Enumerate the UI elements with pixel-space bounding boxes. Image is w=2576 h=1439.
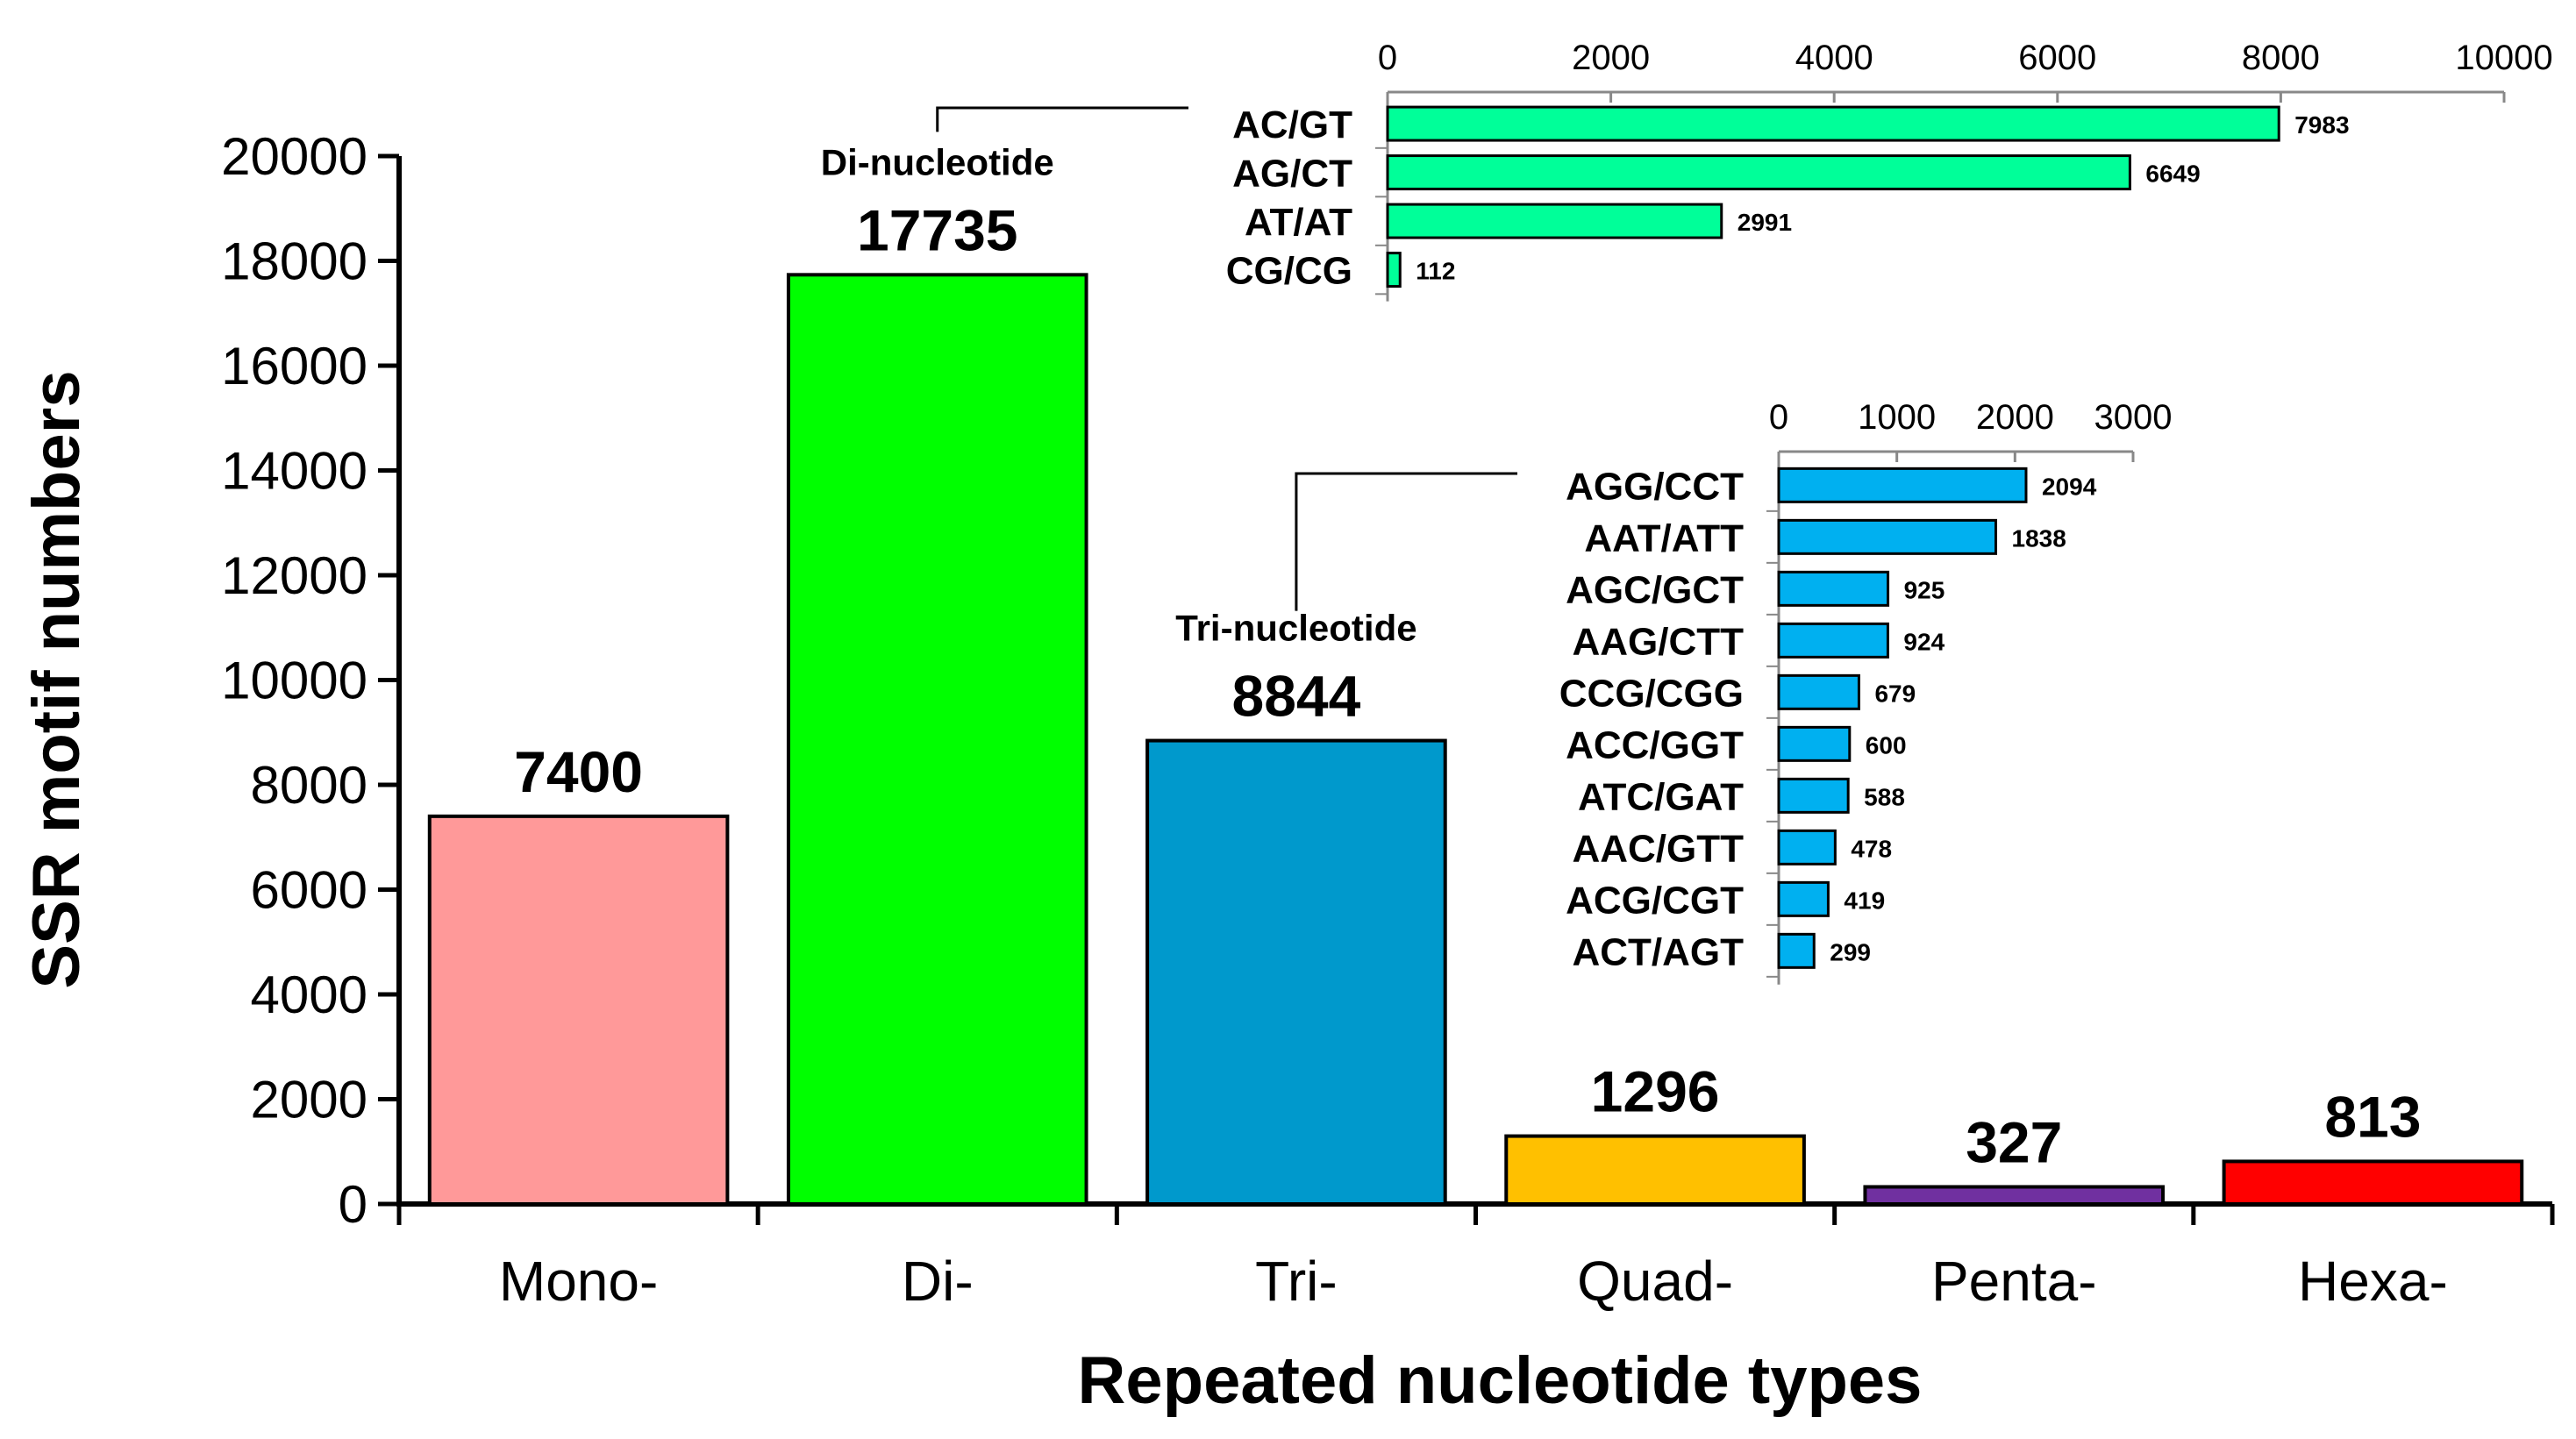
x-category-label: Quad- (1577, 1250, 1733, 1313)
di-value-label: 112 (1416, 258, 1455, 285)
di-tick-label: 4000 (1795, 39, 1873, 77)
y-tick-label: 6000 (251, 861, 367, 920)
x-category-label: Mono- (499, 1250, 658, 1313)
tri-bar-acc-ggt (1777, 725, 1852, 762)
bar-di (786, 273, 1088, 1206)
tri-category-label: ACG/CGT (1566, 879, 1744, 922)
y-tick-label: 12000 (221, 546, 367, 605)
tri-value-label: 299 (1830, 938, 1871, 965)
tri-value-label: 600 (1866, 731, 1907, 759)
tri-connector-line (1295, 472, 1517, 611)
bar-value-label: 813 (2324, 1084, 2421, 1149)
tri-bar-act-agt (1777, 932, 1816, 969)
tri-value-label: 478 (1851, 835, 1892, 862)
di-category-label: CG/CG (1226, 250, 1352, 293)
main-chart: 0200040006000800010000120001400016000180… (19, 127, 2555, 1418)
di-category-label: AC/GT (1232, 103, 1352, 146)
x-category-label: Di- (902, 1250, 974, 1313)
tri-tick-label: 0 (1769, 398, 1788, 437)
tri-bar-agc-gct (1777, 570, 1890, 607)
tri-category-label: AGC/GCT (1566, 568, 1744, 611)
di-value-label: 7983 (2294, 111, 2349, 139)
tri-bar-acg-cgt (1777, 880, 1830, 917)
bar-value-label: 1296 (1591, 1059, 1720, 1124)
di-bar-ac-gt (1386, 105, 2280, 142)
tri-bar-ccg-cgg (1777, 673, 1860, 710)
di-category-label: AG/CT (1232, 153, 1352, 196)
x-category-label: Penta- (1931, 1250, 2097, 1313)
tri-tick-label: 2000 (1976, 398, 2054, 437)
di-tick-label: 10000 (2455, 39, 2552, 77)
y-tick-label: 10000 (221, 652, 367, 710)
bar-quad (1504, 1134, 1806, 1206)
tri-bar-atc-gat (1777, 777, 1850, 814)
bar-value-label: 327 (1966, 1109, 2062, 1174)
bar-value-label: 17735 (857, 197, 1018, 262)
tri-bar-aat-att (1777, 518, 1998, 555)
tri-value-label: 2094 (2042, 473, 2097, 500)
di-bar-at-at (1386, 203, 1723, 239)
tri-value-label: 588 (1864, 783, 1905, 810)
di-connector-line (936, 106, 1188, 132)
tri-bar-aag-ctt (1777, 622, 1889, 659)
di-value-label: 6649 (2145, 160, 2200, 188)
tri-category-label: AGG/CCT (1566, 465, 1744, 508)
tri-tick-label: 3000 (2094, 398, 2173, 437)
tri-value-label: 924 (1903, 628, 1944, 655)
tri-value-label: 925 (1904, 576, 1945, 603)
di-category-label: AT/AT (1245, 201, 1352, 244)
tri-category-label: ACT/AGT (1572, 930, 1744, 973)
bar-tri (1145, 738, 1447, 1206)
y-tick-label: 14000 (221, 442, 367, 501)
di-tick-label: 2000 (1572, 39, 1650, 77)
x-category-label: Hexa- (2298, 1250, 2448, 1313)
tri-category-label: ACC/GGT (1566, 723, 1744, 766)
di-tick-label: 6000 (2018, 39, 2096, 77)
callout-connectors (936, 106, 1517, 611)
tri-category-label: AAG/CTT (1572, 620, 1744, 663)
tri-bar-agg-cct (1777, 467, 2028, 503)
y-tick-label: 16000 (221, 337, 367, 395)
y-tick-label: 8000 (251, 756, 367, 815)
y-tick-label: 20000 (221, 127, 367, 186)
x-axis-title: Repeated nucleotide types (1078, 1343, 1923, 1418)
tri-value-label: 1838 (2012, 524, 2066, 552)
y-tick-label: 18000 (221, 232, 367, 291)
tri-category-label: AAC/GTT (1572, 827, 1744, 870)
y-tick-label: 4000 (251, 965, 367, 1024)
di-bar-cg-cg (1386, 252, 1402, 289)
bar-value-label: 7400 (514, 739, 643, 804)
callout-label: Di-nucleotide (821, 141, 1054, 182)
x-category-label: Tri- (1255, 1250, 1338, 1313)
di-value-label: 2991 (1738, 209, 1792, 236)
tri-category-label: ATC/GAT (1578, 775, 1744, 818)
bar-mono (427, 814, 730, 1206)
di-tick-label: 8000 (2242, 39, 2320, 77)
callout-label: Tri-nucleotide (1175, 608, 1416, 649)
tri-bar-aac-gtt (1777, 829, 1837, 866)
y-axis-title: SSR motif numbers (19, 370, 94, 988)
y-tick-label: 0 (339, 1175, 367, 1234)
bar-value-label: 8844 (1232, 664, 1361, 729)
y-tick-label: 2000 (251, 1071, 367, 1129)
di-tick-label: 0 (1378, 39, 1397, 77)
tri-category-label: AAT/ATT (1584, 516, 1744, 559)
tri-value-label: 419 (1844, 887, 1885, 914)
tri-category-label: CCG/CGG (1559, 672, 1744, 715)
tri-tick-label: 1000 (1858, 398, 1936, 437)
di-bar-ag-ct (1386, 154, 2131, 191)
tri-value-label: 679 (1874, 680, 1916, 707)
bar-hexa (2222, 1159, 2524, 1206)
bar-penta (1863, 1185, 2166, 1207)
